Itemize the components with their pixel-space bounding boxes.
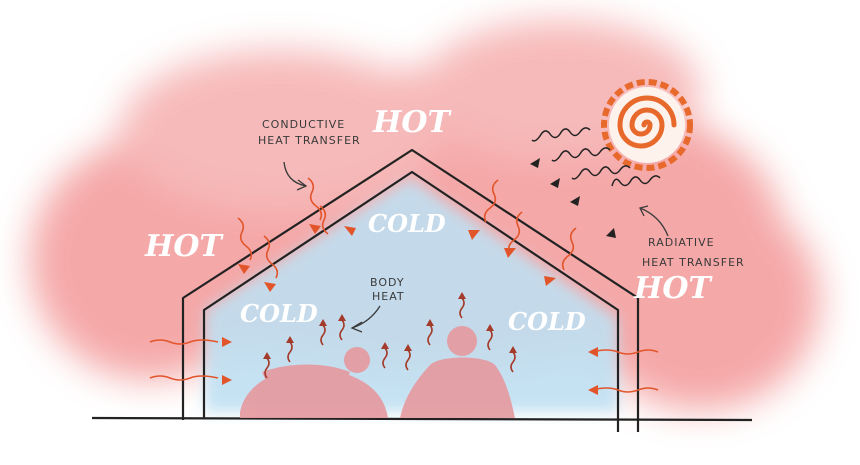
conductive-annotation-line1: CONDUCTIVE: [262, 118, 345, 131]
radiative-annotation-line1: RADIATIVE: [648, 236, 715, 249]
annotation-pointers: [283, 161, 669, 333]
cold-label-top: COLD: [368, 209, 446, 238]
conductive-arrowheads: [222, 224, 598, 395]
house-outline: [91, 148, 753, 432]
hot-label-right: HOT: [633, 271, 713, 306]
hot-label-left: HOT: [144, 229, 224, 264]
sun-spiral-icon: [601, 79, 693, 171]
cold-label-left: COLD: [240, 299, 318, 328]
cold-label-right: COLD: [508, 307, 586, 336]
radiative-arrows: [531, 127, 661, 187]
radiative-annotation-line2: HEAT TRANSFER: [642, 256, 745, 269]
body-heat-annotation-line1: BODY: [370, 276, 405, 289]
person-sitting-icon: [400, 326, 515, 418]
conductive-annotation-line2: HEAT TRANSFER: [258, 134, 361, 147]
person-reclining-icon: [240, 347, 388, 418]
conductive-arrows: [149, 177, 659, 393]
hot-label-top: HOT: [372, 105, 452, 140]
body-heat-arrows: [264, 297, 516, 379]
radiative-arrowheads: [530, 158, 616, 238]
body-heat-annotation-line2: HEAT: [372, 290, 405, 303]
body-heat-arrowheads: [263, 292, 517, 359]
